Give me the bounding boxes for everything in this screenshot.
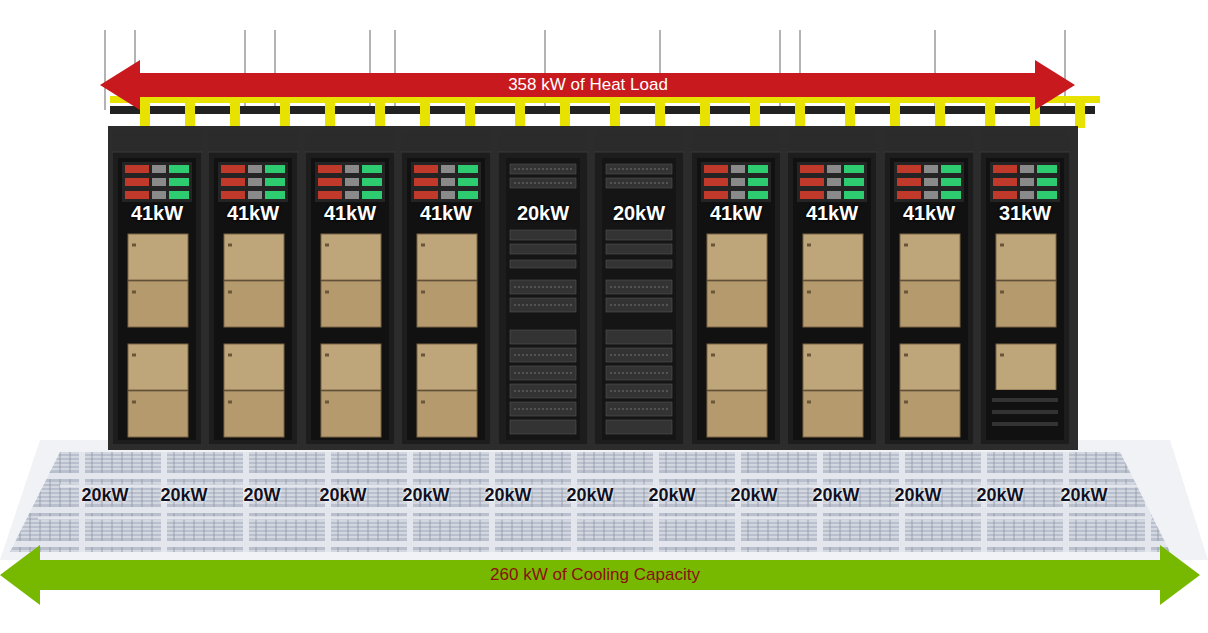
server-rack: 41kW (691, 130, 781, 445)
floor-tile: 20kW (143, 480, 225, 510)
cooling-tile-label: 20kW (812, 485, 859, 506)
rack-power-label: 41kW (787, 202, 877, 225)
cooling-capacity-arrow (0, 545, 1200, 605)
rack-power-label: 41kW (401, 202, 491, 225)
cooling-tile-label: 20kW (402, 485, 449, 506)
floor-tile: 20kW (713, 480, 795, 510)
rack-power-label: 41kW (691, 202, 781, 225)
rack-power-label: 41kW (884, 202, 974, 225)
cooling-tile-label: 20kW (160, 485, 207, 506)
rack-power-label: 20kW (594, 202, 684, 225)
cooling-tile-label: 20kW (648, 485, 695, 506)
server-rack: 41kW (112, 130, 202, 445)
floor-tile: 20kW (64, 480, 146, 510)
floor-tile: 20kW (549, 480, 631, 510)
floor-tile: 20kW (795, 480, 877, 510)
rack-power-label: 41kW (112, 202, 202, 225)
floor-tile: 20kW (302, 480, 384, 510)
server-rack: 20kW (498, 130, 588, 445)
floor-tile: 20W (221, 480, 303, 510)
floor-tile: 20kW (959, 480, 1041, 510)
heat-load-label: 358 kW of Heat Load (508, 75, 668, 95)
cooling-tile-label: 20kW (976, 485, 1023, 506)
server-rack: 41kW (305, 130, 395, 445)
floor-tile: 20kW (631, 480, 713, 510)
cooling-tile-label: 20kW (894, 485, 941, 506)
server-rack: 41kW (208, 130, 298, 445)
cooling-tile-label: 20kW (81, 485, 128, 506)
floor-tile: 20kW (877, 480, 959, 510)
cooling-tile-label: 20kW (1060, 485, 1107, 506)
server-rack: 41kW (787, 130, 877, 445)
server-rack: 41kW (884, 130, 974, 445)
rack-power-label: 41kW (305, 202, 395, 225)
server-rack: 20kW (594, 130, 684, 445)
cooling-tile-label: 20W (243, 485, 280, 506)
cooling-tile-label: 20kW (484, 485, 531, 506)
heat-load-arrow (100, 60, 1075, 110)
cooling-capacity-label: 260 kW of Cooling Capacity (490, 565, 700, 585)
cooling-tile-label: 20kW (319, 485, 366, 506)
floor-tile: 20kW (1043, 480, 1125, 510)
floor-tile: 20kW (385, 480, 467, 510)
cooling-tile-label: 20kW (730, 485, 777, 506)
rack-power-label: 31kW (980, 202, 1070, 225)
rack-power-label: 20kW (498, 202, 588, 225)
server-rack: 41kW (401, 130, 491, 445)
server-rack: 31kW (980, 130, 1070, 445)
floor-tile: 20kW (467, 480, 549, 510)
rack-power-label: 41kW (208, 202, 298, 225)
cooling-tile-label: 20kW (566, 485, 613, 506)
